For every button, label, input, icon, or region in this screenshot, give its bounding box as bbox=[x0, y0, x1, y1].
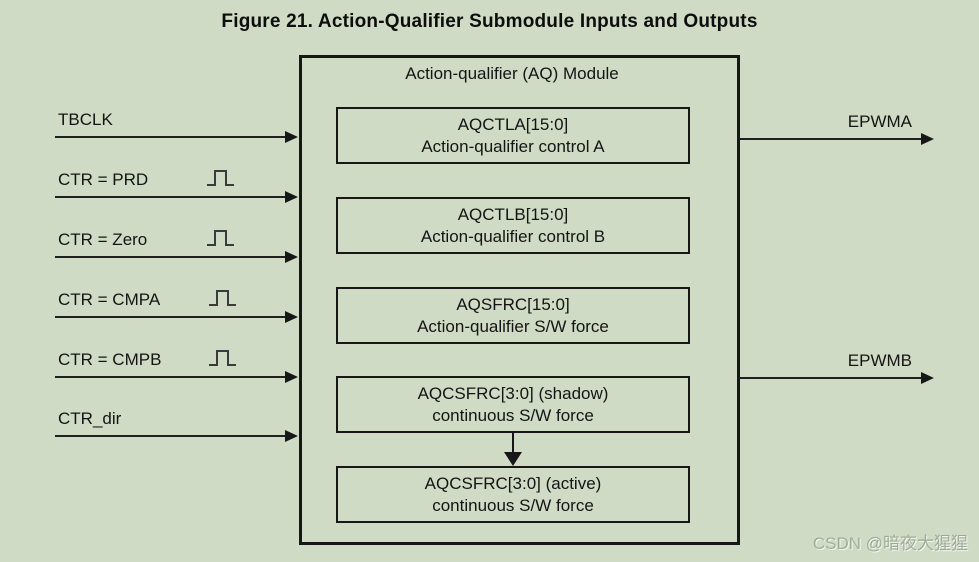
arrow-right-icon bbox=[285, 371, 298, 383]
register-name: AQCTLA[15:0] bbox=[457, 114, 569, 134]
input-line-ctr-cmpb bbox=[55, 376, 285, 378]
shadow-to-active-connector bbox=[512, 433, 514, 454]
register-box-aqcsfrc-active: AQCSFRC[3:0] (active) continuous S/W for… bbox=[336, 466, 690, 523]
register-box-aqctlb: AQCTLB[15:0] Action-qualifier control B bbox=[336, 197, 690, 254]
output-label-epwmb: EPWMB bbox=[847, 351, 912, 370]
output-line-epwmb bbox=[740, 377, 921, 379]
output-label-epwma: EPWMA bbox=[847, 112, 912, 131]
register-desc: continuous S/W force bbox=[432, 495, 594, 515]
input-line-ctr-zero bbox=[55, 256, 285, 258]
input-label-tbclk: TBCLK bbox=[58, 110, 113, 129]
output-line-epwma bbox=[740, 138, 921, 140]
csdn-watermark: CSDN @暗夜大猩猩 bbox=[812, 534, 968, 553]
register-name: AQCTLB[15:0] bbox=[457, 204, 569, 224]
register-name: AQSFRC[15:0] bbox=[456, 294, 570, 314]
register-desc: continuous S/W force bbox=[432, 405, 594, 425]
register-box-aqcsfrc-shadow: AQCSFRC[3:0] (shadow) continuous S/W for… bbox=[336, 376, 690, 433]
input-line-tbclk bbox=[55, 136, 285, 138]
arrow-right-icon bbox=[285, 191, 298, 203]
input-label-ctr-dir: CTR_dir bbox=[58, 409, 122, 428]
aq-module-title: Action-qualifier (AQ) Module bbox=[405, 64, 619, 83]
input-label-ctr-cmpb: CTR = CMPB bbox=[58, 350, 162, 369]
arrow-right-icon bbox=[285, 131, 298, 143]
arrow-right-icon bbox=[921, 133, 934, 145]
input-line-ctr-cmpa bbox=[55, 316, 285, 318]
arrow-down-icon bbox=[504, 452, 522, 466]
register-name: AQCSFRC[3:0] (shadow) bbox=[417, 383, 609, 403]
input-label-ctr-zero: CTR = Zero bbox=[58, 230, 148, 249]
input-label-ctr-cmpa: CTR = CMPA bbox=[58, 290, 161, 309]
input-label-ctr-prd: CTR = PRD bbox=[58, 170, 149, 189]
pulse-icon bbox=[207, 230, 234, 246]
register-box-aqctla: AQCTLA[15:0] Action-qualifier control A bbox=[336, 107, 690, 164]
figure-title: Figure 21. Action-Qualifier Submodule In… bbox=[221, 11, 758, 32]
register-box-aqsfrc: AQSFRC[15:0] Action-qualifier S/W force bbox=[336, 287, 690, 344]
aq-module-box bbox=[299, 55, 740, 545]
register-desc: Action-qualifier control B bbox=[420, 226, 606, 246]
pulse-icon bbox=[209, 290, 236, 306]
arrow-right-icon bbox=[921, 372, 934, 384]
arrow-right-icon bbox=[285, 430, 298, 442]
input-line-ctr-prd bbox=[55, 196, 285, 198]
pulse-icon bbox=[207, 170, 234, 186]
arrow-right-icon bbox=[285, 311, 298, 323]
register-desc: Action-qualifier S/W force bbox=[417, 316, 609, 336]
arrow-right-icon bbox=[285, 251, 298, 263]
register-name: AQCSFRC[3:0] (active) bbox=[424, 473, 602, 493]
register-desc: Action-qualifier control A bbox=[421, 136, 605, 156]
pulse-icon bbox=[209, 350, 236, 366]
input-line-ctr-dir bbox=[55, 435, 285, 437]
